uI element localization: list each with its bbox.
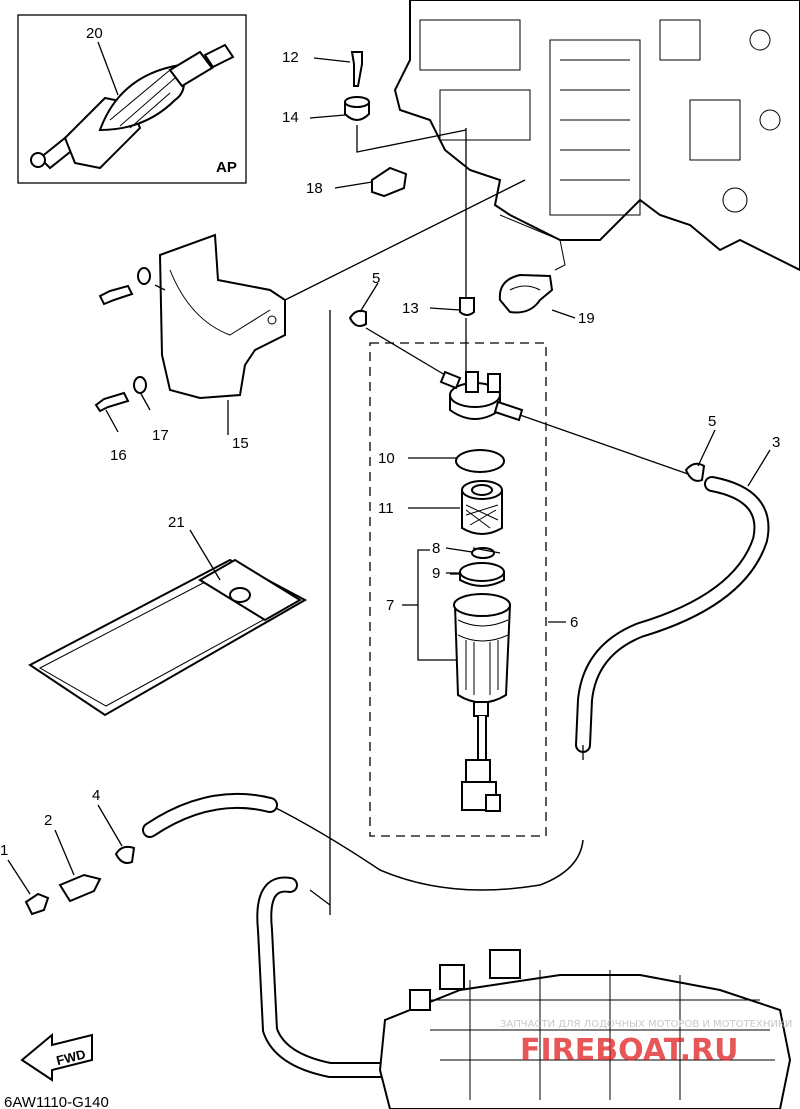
callout-20: 20 [86,25,103,42]
watermark-brand: FIREBOAT.RU [520,1033,738,1068]
clamp-5-upper [348,309,367,327]
holder-19 [498,273,554,314]
inset-primer-bulb [17,14,247,184]
engine-block-outline [393,0,800,272]
callout-5-right: 5 [708,413,716,430]
fuel-filter-bracket [158,233,286,400]
float-9 [459,562,505,587]
callout-4: 4 [92,787,100,804]
drawing-code: 6AW1110-G140 [4,1094,109,1109]
filter-element-11 [461,480,503,535]
inset-tag: AP [216,159,237,176]
watermark-caption: ЗАПЧАСТИ ДЛЯ ЛОДОЧНЫХ МОТОРОВ И МОТОТЕХН… [500,1019,792,1030]
bolt-12 [350,51,363,87]
callout-12: 12 [282,49,299,66]
callout-13: 13 [402,300,419,317]
filter-assembly-box [369,342,547,837]
callout-14: 14 [282,109,299,126]
callout-1: 1 [0,842,8,859]
ring-8 [471,547,495,559]
callout-19: 19 [578,310,595,327]
callout-21: 21 [168,514,185,531]
injector-rail [378,949,792,1109]
callout-11: 11 [378,500,394,517]
callout-18: 18 [306,180,323,197]
clip-18 [371,166,408,198]
fitting-2 [58,873,102,903]
filter-cup-7 [453,593,512,812]
fwd-label: FWD [55,1046,87,1068]
pouch-21 [28,558,308,717]
callout-10: 10 [378,450,395,467]
callout-7: 7 [386,597,394,614]
clamp-4 [114,845,136,864]
bolt-16 [94,284,134,413]
callout-8: 8 [432,540,440,557]
callout-9: 9 [432,565,440,582]
callout-16: 16 [110,447,127,464]
washer-17 [133,376,147,394]
callout-2: 2 [44,812,52,829]
clamp-5-right [684,462,706,482]
fitting-1 [24,892,50,916]
grommet-13 [459,297,475,316]
callout-3: 3 [772,434,780,451]
filter-head [439,370,524,422]
fwd-arrow: FWD [20,1032,93,1082]
callout-5-upper: 5 [372,270,380,287]
callout-6: 6 [570,614,578,631]
callout-15: 15 [232,435,249,452]
callout-17: 17 [152,427,169,444]
o-ring-10 [455,449,505,473]
